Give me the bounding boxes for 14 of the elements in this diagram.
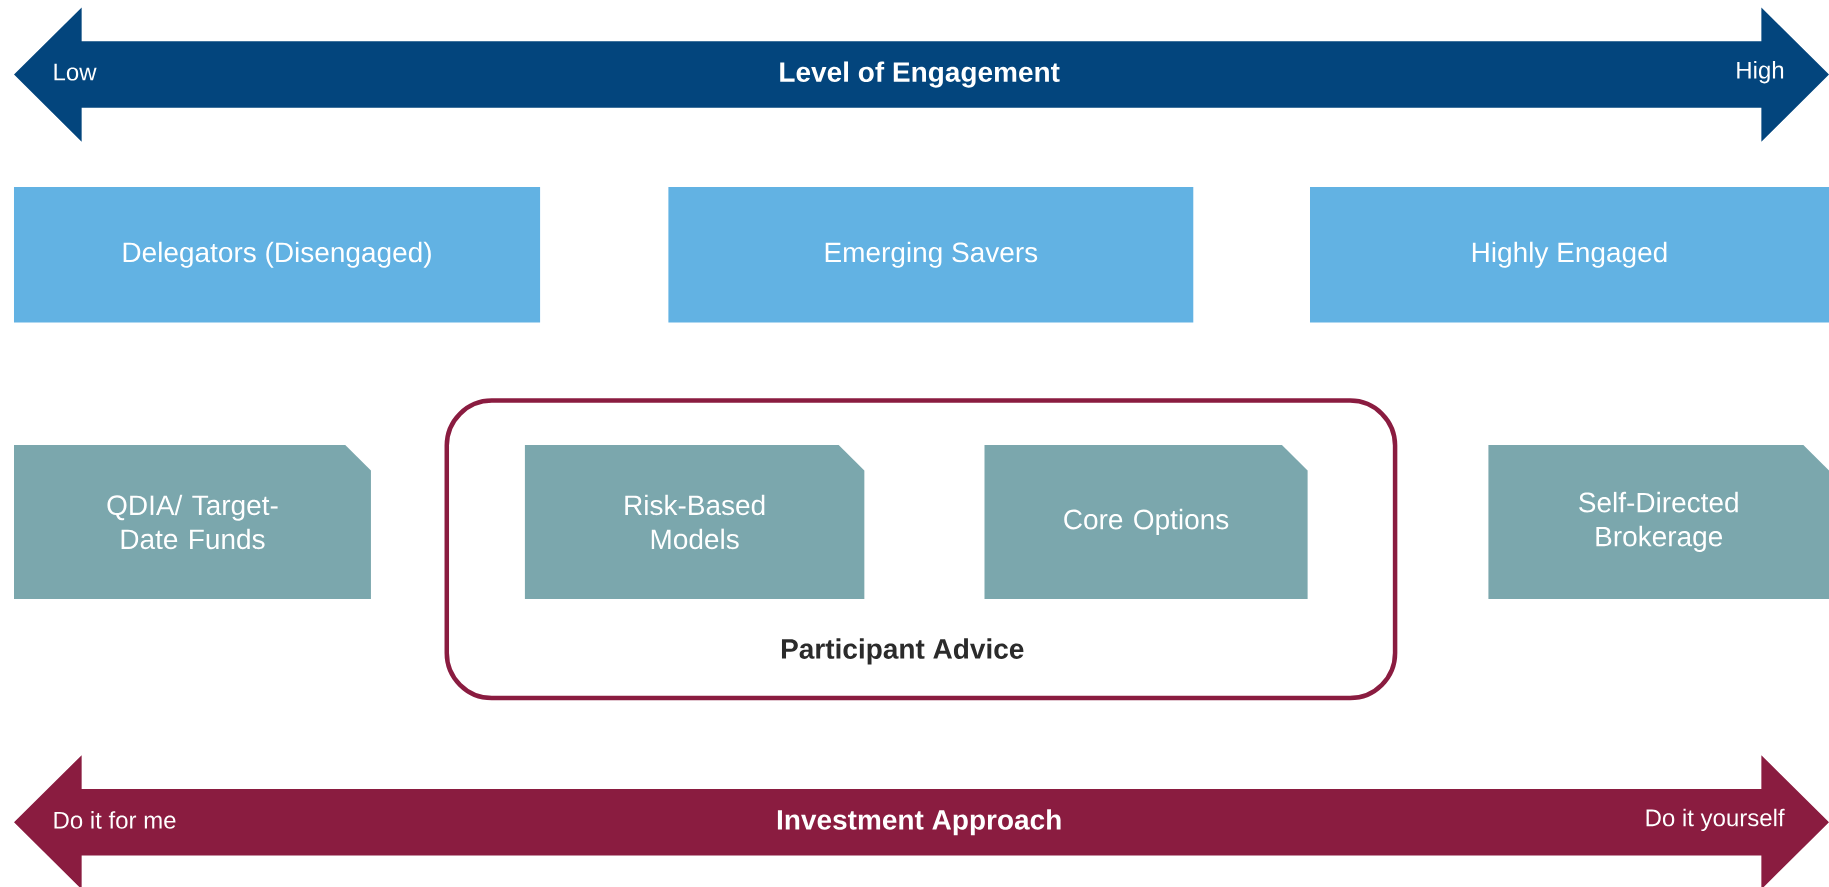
option-box: Core Options xyxy=(984,444,1308,599)
end-label: High xyxy=(1737,61,1784,84)
end-label: Low xyxy=(54,63,97,81)
end-label: Do it for me xyxy=(54,811,176,829)
category-box: Delegators (Disengaged) xyxy=(14,187,541,323)
option-box: QDIA/ Target-Date Funds xyxy=(14,444,371,599)
end-label: Do it yourself xyxy=(1646,808,1785,832)
category-box: Emerging Savers xyxy=(668,187,1194,323)
category-box: Highly Engaged xyxy=(1309,187,1829,323)
group-label: Participant Advice xyxy=(781,638,1024,665)
arrow-title: Level of Engagement xyxy=(780,61,1060,88)
option-box: Risk-Based Models xyxy=(524,444,865,599)
option-box: Self-Directed Brokerage xyxy=(1488,444,1829,599)
arrow-title: Investment Approach xyxy=(777,809,1061,836)
